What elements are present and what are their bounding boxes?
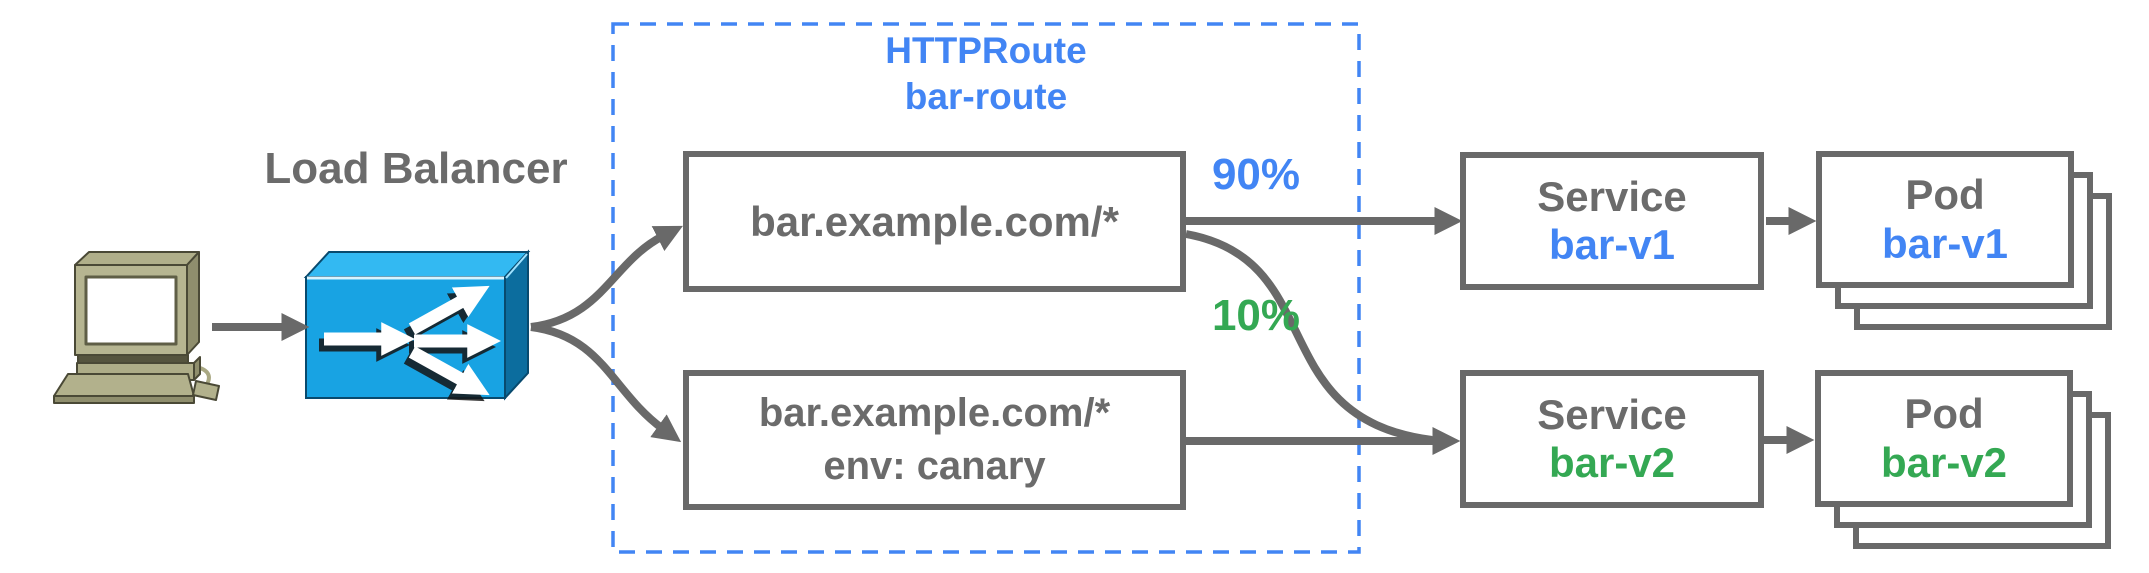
service-v2-kind: Service: [1537, 390, 1687, 438]
httproute-title-line2: bar-route: [904, 76, 1068, 118]
route-rule-2: bar.example.com/* env: canary: [683, 370, 1186, 510]
route-rule-2-match: bar.example.com/*: [758, 391, 1111, 436]
pod-v1-name: bar-v1: [1881, 219, 2009, 267]
desktop-computer-icon: [53, 251, 220, 404]
weight-90-label: 90%: [1211, 150, 1301, 199]
service-bar-v1: Service bar-v1: [1460, 152, 1764, 290]
pod-v2-name: bar-v2: [1880, 438, 2008, 486]
computer-keyboard: [53, 373, 195, 397]
load-balancer-label: Load Balancer: [264, 144, 568, 193]
arrow-lb-to-rule2: [530, 323, 682, 443]
httproute-boundary: [611, 22, 1361, 554]
pod-v1-kind: Pod: [1905, 171, 1985, 219]
service-bar-v2: Service bar-v2: [1460, 370, 1764, 508]
lb-arrows: [324, 285, 502, 396]
connectors: [212, 207, 1817, 455]
service-v1-name: bar-v1: [1548, 221, 1676, 268]
pod-bar-v2: Pod bar-v2: [1815, 370, 2073, 507]
computer-mouse: [192, 380, 220, 401]
computer-screen: [84, 275, 178, 346]
pod-bar-v1: Pod bar-v1: [1816, 151, 2074, 288]
route-rule-1-match: bar.example.com/*: [750, 197, 1119, 245]
httproute-title-line1: HTTPRoute: [885, 30, 1087, 71]
pod-v2-kind: Pod: [1904, 390, 1984, 438]
route-rule-2-header-match: env: canary: [823, 444, 1046, 488]
service-v1-kind: Service: [1537, 172, 1687, 220]
arrow-rule1-to-service-v2: [1185, 230, 1433, 444]
service-v2-name: bar-v2: [1548, 439, 1676, 486]
load-balancer-icon: [303, 249, 531, 402]
weight-10-label: 10%: [1211, 291, 1301, 340]
route-rule-1: bar.example.com/*: [683, 151, 1186, 292]
httproute-title: HTTPRoute bar-route: [613, 28, 1359, 121]
arrow-lb-to-rule1: [530, 225, 683, 331]
